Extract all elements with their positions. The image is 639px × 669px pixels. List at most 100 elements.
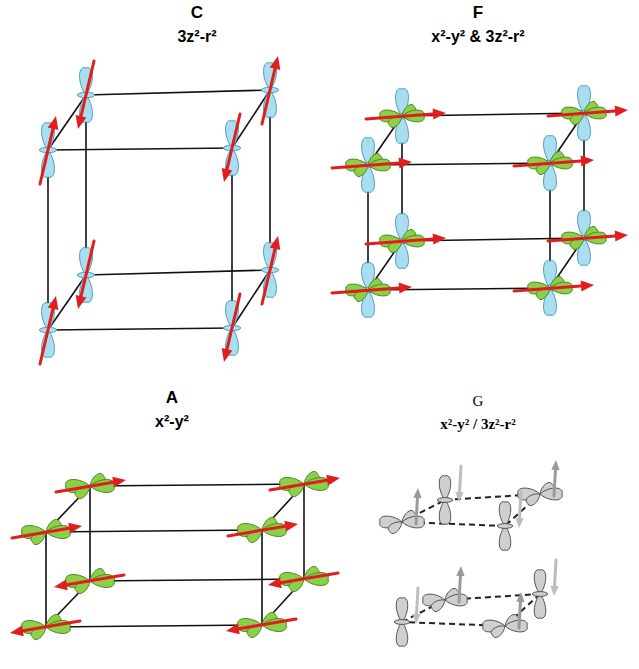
cube-edge [261,530,263,625]
spin-arrow-head [284,521,298,532]
spin-arrow-head [222,168,233,182]
cube-edge [90,484,304,486]
spin-arrow-shaft [81,241,94,296]
spin-arrow-head [68,523,82,534]
spin-arrow-head [551,460,559,470]
cube-edges [48,90,270,330]
spin-arrow-head [516,592,524,602]
spin-arrow-shaft [460,466,461,492]
panel-letter: F [473,3,483,23]
spin-arrow-head [48,116,59,130]
spin-arrow-head [515,518,523,528]
spin-arrow-shaft [40,129,53,184]
orbital-lobe [526,494,540,506]
orbital-lobe [534,570,546,594]
spin-arrow-head [581,156,594,167]
spin-arrow-head [399,283,412,294]
spin-arrow-shaft [332,163,399,168]
spin-arrow-head [455,492,463,502]
cube-edge [48,95,86,150]
spin-arrow-shaft [56,482,113,492]
spin-arrow-head [412,614,420,624]
cube-edges [46,484,304,627]
spin-arrow-shaft [417,588,418,614]
orbital-ring [532,592,547,597]
spin-arrow-shaft [23,621,80,631]
orbital-lobe [431,600,445,612]
orbital-lobe [388,522,402,534]
cube-edge [48,275,86,330]
spin-arrow-head [48,296,59,310]
orbital-formula: x²-y² & 3z²-r² [431,27,524,46]
spin-arrow-head [270,56,281,70]
spin-arrow-shaft [262,249,275,304]
spin-arrow-head [270,236,281,250]
spin-arrow-shaft [520,492,521,518]
spin-arrow-shaft [554,470,555,496]
spin-arrow-head [581,281,594,292]
cube-edge [46,581,90,627]
spin-arrow-shaft [548,236,615,241]
orbital-lobe [540,488,562,500]
spin-arrow-head [226,623,240,634]
cube-edges [368,113,584,290]
spin-arrow-shaft [514,161,581,166]
spin-arrow-shaft [519,602,520,628]
orbital-lobe [505,620,527,632]
spin-arrow-shaft [416,498,417,524]
spin-arrow-head [112,477,126,488]
panel-c-cube [39,56,280,364]
spin-arrow-shaft [281,573,338,583]
spin-arrow-shaft [228,526,285,536]
orbital-formula: x²-y² / 3z²-r² [440,415,515,433]
spin-arrow-shaft [366,114,433,119]
orbital-lobe [534,594,546,618]
spin-arrow-shaft [262,69,275,124]
orbital-ring [437,498,452,503]
spin-arrow-shaft [40,309,53,364]
spin-arrow-head [54,579,68,590]
spin-arrow-shaft [332,288,399,293]
orbital-lobe [439,476,451,500]
spin-arrow-head [326,475,340,486]
spin-arrow-head [615,106,628,117]
spin-arrow-head [399,158,412,169]
orbital-formula: x²-y² [155,412,189,431]
orbital-lobe [439,500,451,524]
cube-edge [46,530,262,532]
spin-arrow-head [10,625,24,636]
spin-arrow-head [268,577,282,588]
cube-edge [48,328,232,330]
spin-arrow-head [433,109,446,120]
spin-arrow-shaft [366,239,433,244]
orbital-lobe [402,516,424,528]
panel-g-sketch [380,460,563,646]
cube-edge [46,625,262,627]
spin-arrow-head [433,234,446,245]
spin-arrow-shaft [12,528,69,538]
orbital-lobe [396,598,408,622]
spin-arrow-head [615,231,628,242]
panel-f-cube [332,86,628,318]
cube-edge [86,270,270,275]
orbital-lobe [499,502,511,526]
cube-edge [262,579,304,625]
spin-arrow-shaft [227,114,240,169]
panel-letter: A [166,388,178,408]
cube-edge [90,579,304,581]
spin-arrow-head [76,115,87,129]
cube-edge [89,486,91,581]
spin-arrow-head [76,295,87,309]
cube-edge [48,148,232,150]
cube-edge [46,486,90,532]
orbital-ring [497,524,512,529]
panel-letter: G [473,392,484,410]
spin-arrow-shaft [227,294,240,349]
cube-edge [45,532,47,627]
cube-edge [303,484,305,579]
spin-arrow-shaft [459,576,460,602]
spin-arrow-head [456,566,464,576]
panel-letter: C [191,3,203,23]
